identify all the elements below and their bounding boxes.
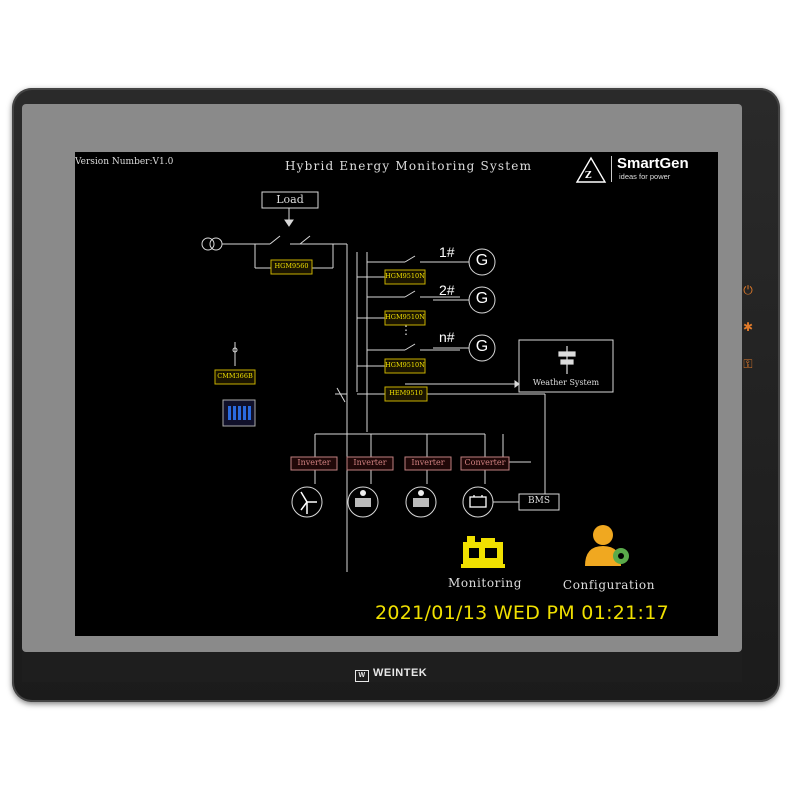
generator-symbol-2: G (475, 290, 489, 307)
load-label: Load (276, 193, 304, 206)
logo-divider (611, 156, 612, 182)
solar-panel-icon-1 (355, 490, 371, 507)
generator-set-icon (461, 536, 505, 568)
inverter-box-2 (346, 456, 394, 471)
cmm366b-box (214, 369, 256, 385)
wind-turbine-icon (300, 491, 317, 514)
weintek-logo-icon: W (355, 670, 369, 682)
weather-system-label: Weather System (532, 378, 600, 387)
configuration-label: Configuration (562, 578, 656, 592)
version-number: Version Number:V1.0 (75, 157, 174, 167)
inverter-box-3 (404, 456, 452, 471)
hgm9510n-label-2: HGM9510N (385, 313, 425, 321)
hgm9510n-label-3: HGM9510N (385, 361, 425, 369)
brightness-icon: ✱ (742, 320, 754, 334)
bms-box (518, 493, 560, 511)
converter-label: Converter (464, 458, 506, 467)
battery-icon (469, 495, 487, 508)
hmi-screen: Version Number:V1.0 Hybrid Energy Monito… (75, 152, 718, 636)
gen-label-1: 1# (439, 244, 455, 260)
hgm9560-box (270, 259, 313, 275)
more-generators-ellipsis: ⋮ (400, 323, 412, 337)
page-title: Hybrid Energy Monitoring System (285, 159, 533, 173)
gen-label-2: 2# (439, 282, 455, 298)
hem9510-box (384, 386, 428, 402)
inverter-label-2: Inverter (353, 458, 387, 467)
logo-name: SmartGen (617, 155, 689, 172)
weather-system-box (518, 339, 614, 393)
configuration-button[interactable]: Configuration (559, 524, 659, 592)
generator-symbol-1: G (475, 252, 489, 269)
inverter-label-1: Inverter (297, 458, 331, 467)
user-settings-icon (585, 525, 629, 566)
weather-station-icon (558, 346, 576, 374)
svg-text:Z: Z (585, 171, 592, 181)
weintek-brand-label: WEINTEK (373, 667, 428, 679)
hgm9560-label: HGM9560 (274, 262, 309, 270)
bms-label: BMS (528, 496, 550, 506)
logo-tagline: ideas for power (619, 172, 671, 181)
inverter-label-3: Inverter (411, 458, 445, 467)
datetime-display: 2021/01/13 WED PM 01:21:17 (375, 602, 670, 624)
bezel-bottom-bar (22, 652, 742, 682)
hgm9510n-box-3 (384, 358, 426, 374)
system-diagram (201, 191, 614, 572)
load-box (261, 191, 319, 209)
hgm9510n-box-2 (384, 310, 426, 326)
hgm9510n-box-1 (384, 269, 426, 285)
cmm366b-label: CMM366B (217, 372, 253, 380)
smartgen-logo-icon: Z (575, 156, 607, 183)
converter-box (460, 456, 510, 471)
solar-panel-icon-2 (413, 490, 429, 507)
smartgen-logo: Z SmartGen ideas for power (561, 152, 718, 186)
gen-label-3: n# (439, 329, 455, 345)
monitoring-label: Monitoring (447, 576, 523, 590)
inverter-box-1 (290, 456, 338, 471)
network-icon: ⚿ (743, 357, 753, 371)
hem9510-label: HEM9510 (389, 389, 423, 397)
hgm9510n-label-1: HGM9510N (385, 272, 425, 280)
generator-symbol-3: G (475, 338, 489, 355)
monitoring-button[interactable]: Monitoring (445, 530, 525, 592)
weintek-logo: W WEINTEK (355, 667, 427, 682)
power-icon: ⏻ (743, 283, 753, 297)
